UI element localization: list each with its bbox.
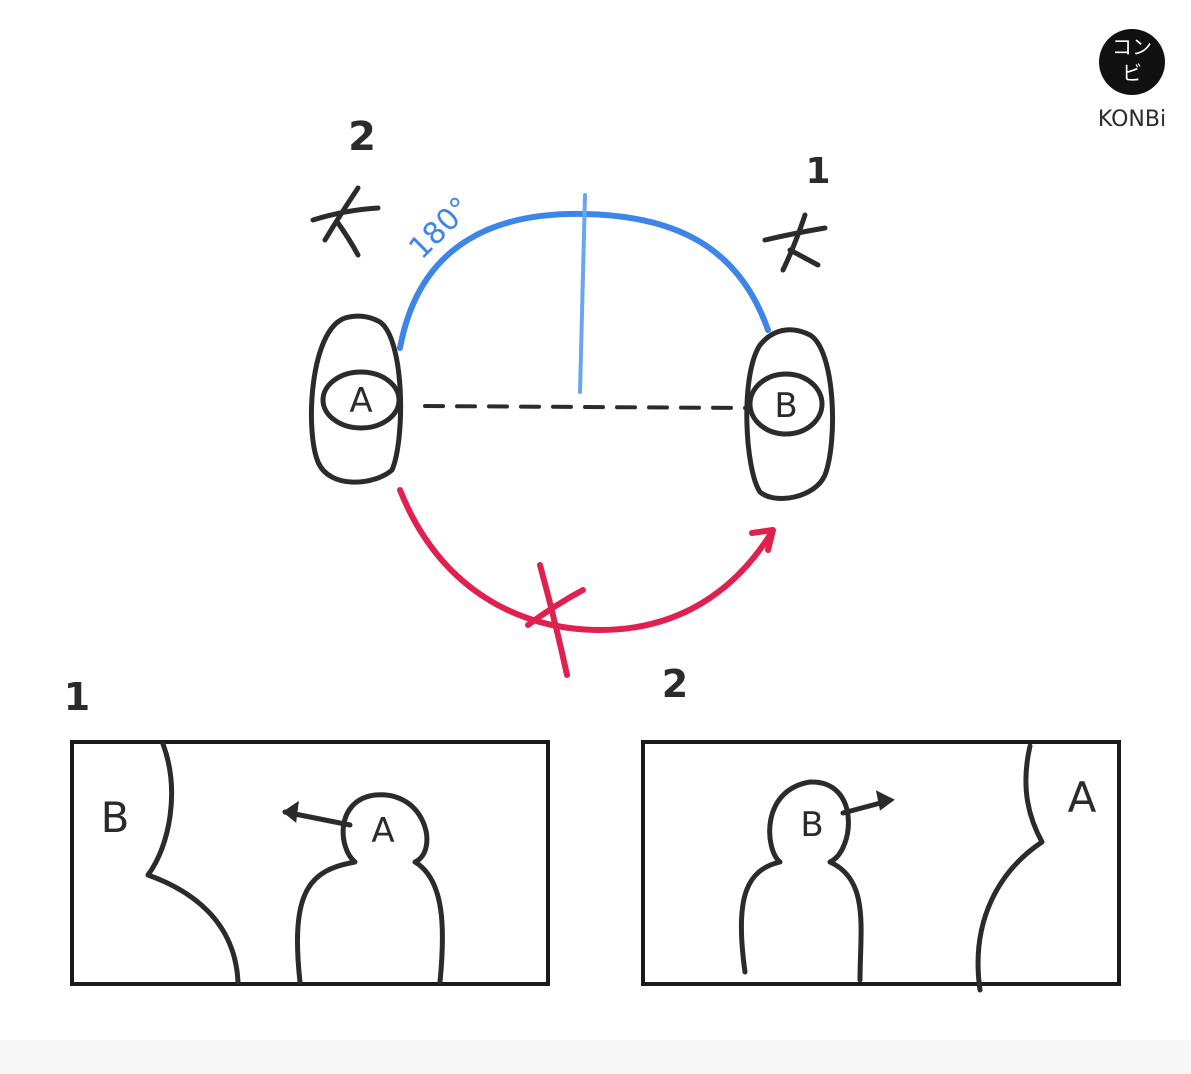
panel-1: B A — [70, 740, 550, 986]
forbidden-arc — [397, 487, 776, 678]
camera-number-left: 2 — [348, 114, 376, 160]
arc-label: 180° — [402, 190, 478, 266]
panel-1-subject-figure — [294, 792, 445, 985]
subject-label-b: B — [774, 386, 797, 426]
panel-1-foreground-shoulder — [145, 741, 241, 985]
camera-number-right: 1 — [805, 151, 830, 192]
panel-number-1: 1 — [64, 675, 90, 719]
logo-circle — [1099, 29, 1165, 95]
panel-2-gaze-arrowhead — [875, 790, 895, 811]
subject-label-a: A — [349, 381, 372, 421]
panel-2: B A — [641, 740, 1121, 993]
panel-1-gaze-arrowhead — [282, 800, 299, 823]
logo-glyphs-bottom: ビ — [1122, 61, 1142, 85]
panel-1-label-right: A — [371, 811, 394, 851]
panel-2-foreground-shoulder — [975, 743, 1045, 993]
camera-mark-right — [762, 212, 828, 273]
camera-mark-left — [310, 185, 381, 258]
center-line — [578, 193, 587, 394]
konbi-logo: コン ビ KONBi — [1098, 29, 1166, 132]
axis-line — [423, 404, 747, 410]
panel-2-label-right: A — [1068, 773, 1097, 822]
subject-b: B — [744, 327, 836, 501]
logo-glyphs-top: コン — [1112, 35, 1152, 59]
panel-number-2: 2 — [662, 662, 688, 706]
bottom-strip — [0, 1040, 1191, 1074]
logo-wordmark: KONBi — [1098, 107, 1166, 132]
forbidden-arc-arrowhead — [749, 527, 776, 553]
forbidden-cross-stroke-2 — [525, 587, 586, 628]
panel-1-frame — [70, 740, 550, 986]
panel-1-label-left: B — [101, 793, 130, 842]
panel-2-subject-figure — [738, 779, 864, 983]
subject-a: A — [309, 313, 404, 485]
forbidden-cross-stroke-1 — [537, 562, 570, 678]
panel-2-label-left: B — [800, 805, 823, 845]
panel-2-frame — [641, 740, 1121, 986]
